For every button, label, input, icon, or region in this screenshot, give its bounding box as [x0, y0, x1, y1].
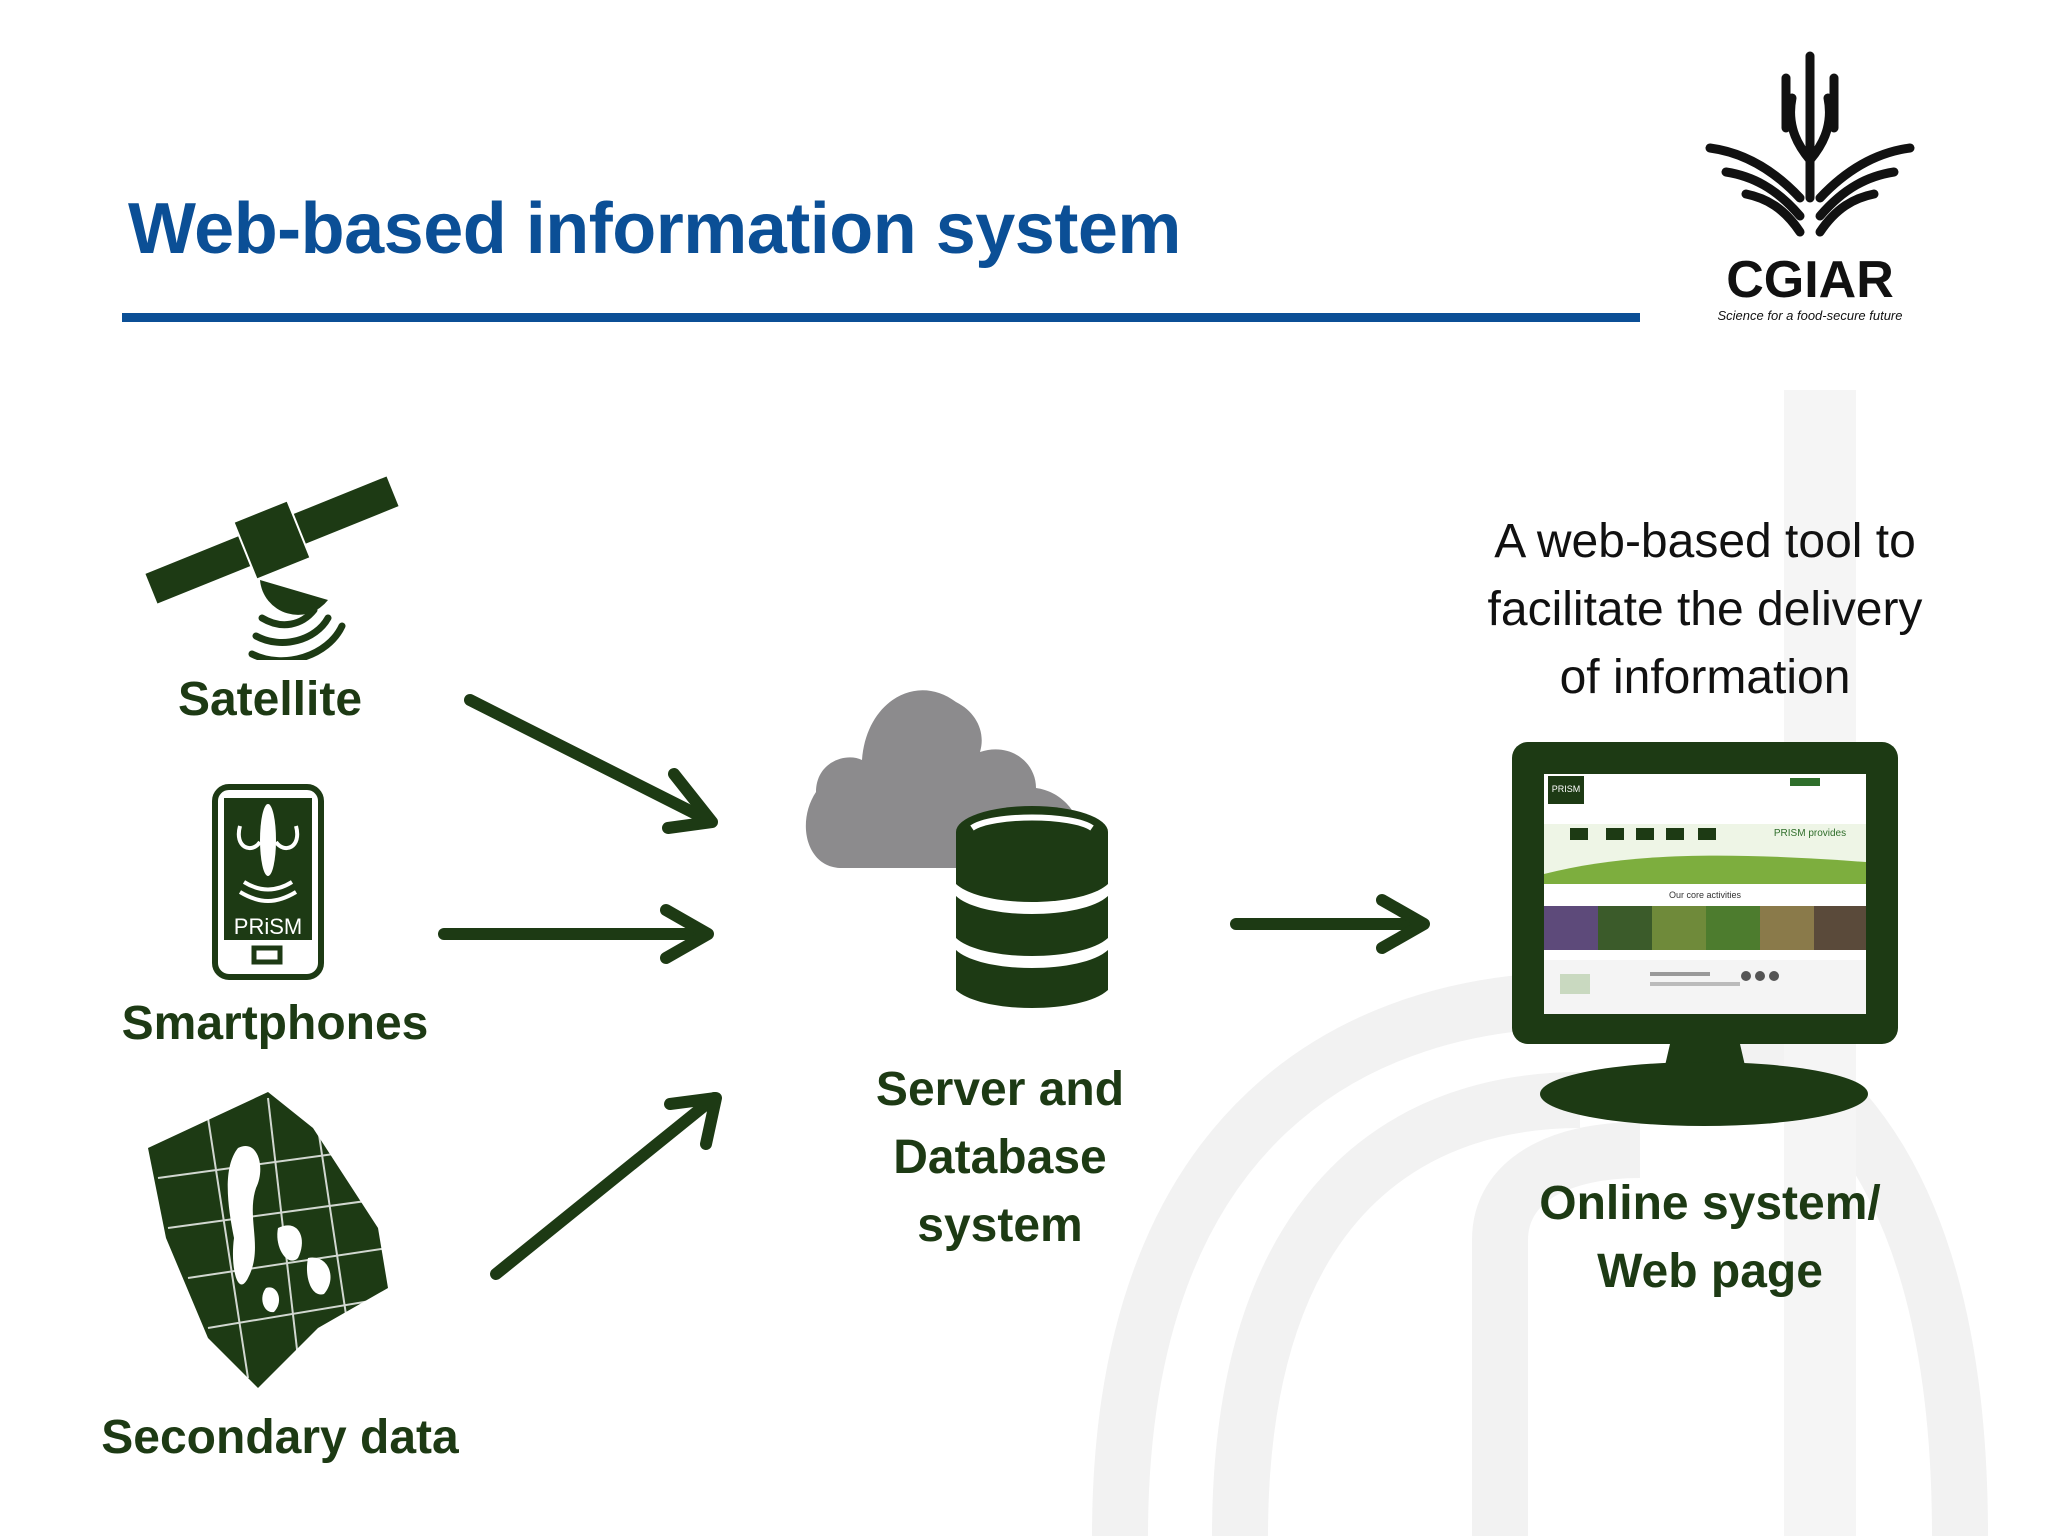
- screen-headline: PRISM provides: [1774, 828, 1846, 839]
- server-label-line: Server and: [875, 1063, 1125, 1116]
- cgiar-logo-icon: [1705, 51, 1915, 237]
- phone-brand-label: PRiSM: [234, 914, 302, 939]
- logo-tagline: Science for a food-secure future: [1717, 308, 1903, 323]
- online-label-line: Online system/: [1539, 1177, 1881, 1230]
- screen-brand: PRISM: [1552, 784, 1581, 794]
- logo-name: CGIAR: [1726, 251, 1894, 309]
- page-title: Web-based information system: [128, 189, 1181, 269]
- smartphone-icon: PRiSM: [212, 784, 324, 980]
- server-label-line: system: [917, 1199, 1083, 1252]
- description-text: A web-based tool to facilitate the deliv…: [1420, 508, 1990, 712]
- satellite-icon: [145, 476, 399, 660]
- map-icon: [148, 1092, 389, 1388]
- server-database-label: Server and Database system: [820, 1056, 1180, 1260]
- description-line: A web-based tool to: [1494, 515, 1916, 568]
- title-divider: [122, 313, 1640, 322]
- database-icon: [956, 806, 1108, 1008]
- online-system-label: Online system/ Web page: [1480, 1170, 1940, 1306]
- screen-section-title: Our core activities: [1669, 890, 1742, 900]
- smartphones-label: Smartphones: [121, 997, 429, 1050]
- description-line: of information: [1559, 651, 1851, 704]
- monitor-icon: PRISM PRISM provides Our core activities: [1512, 742, 1898, 1126]
- server-label-line: Database: [893, 1131, 1107, 1184]
- satellite-label: Satellite: [177, 673, 363, 726]
- online-label-line: Web page: [1597, 1245, 1823, 1298]
- secondary-data-label: Secondary data: [101, 1411, 459, 1464]
- description-line: facilitate the delivery: [1487, 583, 1923, 636]
